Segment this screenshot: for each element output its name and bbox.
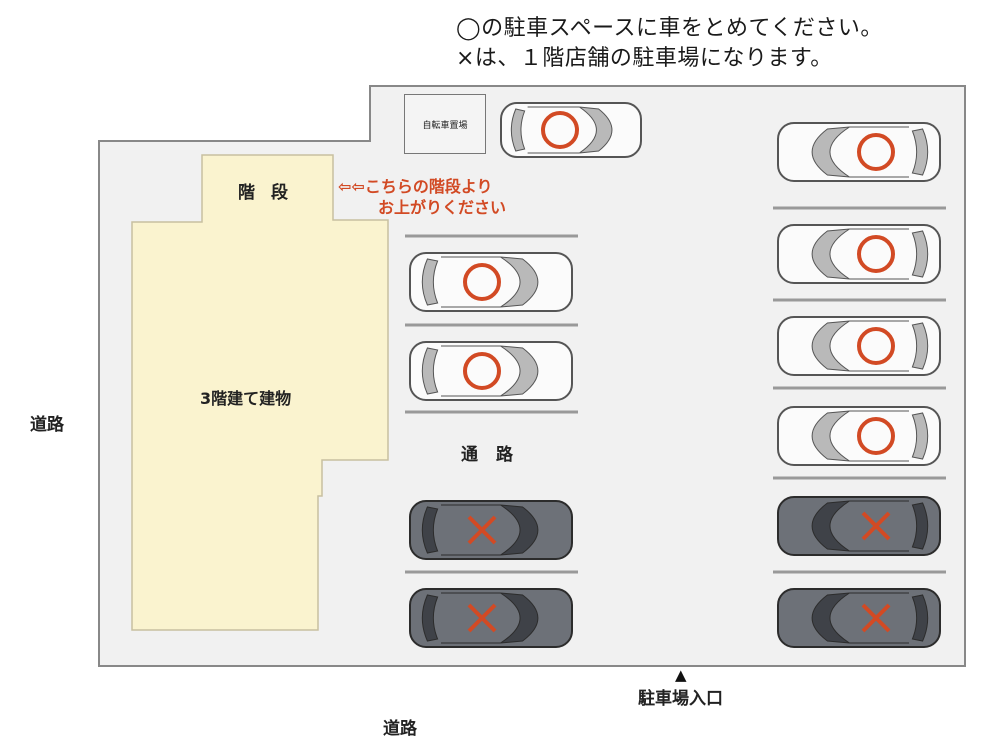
aisle-label: 通路 (461, 445, 531, 465)
parking-space-r4 (773, 402, 943, 470)
parking-space-l1 (407, 248, 577, 316)
available-circle-icon (463, 352, 501, 390)
available-circle-icon (463, 263, 501, 301)
reserved-cross-icon (467, 603, 497, 633)
dark-car-icon (777, 496, 941, 556)
road-label-left: 道路 (30, 415, 64, 435)
available-circle-icon (857, 327, 895, 365)
road-label-bottom: 道路 (383, 719, 417, 739)
available-circle-icon (857, 235, 895, 273)
dark-car-icon (409, 588, 573, 648)
available-circle-icon (541, 111, 579, 149)
building-footprint (131, 154, 389, 631)
stairs-label: 階段 (238, 183, 304, 203)
stairs-guide: ⇦⇦こちらの階段より お上がりください (338, 176, 506, 218)
notice-line-2: ×は、１階店舗の駐車場になります。 (456, 46, 833, 71)
reserved-cross-icon (861, 511, 891, 541)
parking-space-r2 (773, 220, 943, 288)
building-label: 3階建て建物 (200, 389, 292, 408)
white-car-icon (409, 341, 573, 401)
parking-space-l2 (407, 337, 577, 405)
stairs-guide-line-2: お上がりください (378, 198, 507, 217)
white-car-icon (500, 102, 642, 158)
white-car-icon (409, 252, 573, 312)
dark-car-icon (409, 500, 573, 560)
dark-car-icon (777, 588, 941, 648)
available-circle-icon (857, 417, 895, 455)
parking-space-r3 (773, 312, 943, 380)
parking-space-l3 (407, 496, 577, 564)
parking-space-r1 (773, 118, 943, 186)
parking-space-r6 (773, 584, 943, 652)
parking-space-top (498, 98, 646, 162)
left-stall-lines (405, 234, 578, 574)
reserved-cross-icon (861, 603, 891, 633)
parking-space-l4 (407, 584, 577, 652)
entrance-label: 駐車場入口 (638, 689, 723, 709)
notice-line-1: ◯の駐車スペースに車をとめてください。 (456, 16, 883, 41)
available-circle-icon (857, 133, 895, 171)
notice: ◯の駐車スペースに車をとめてください。 ×は、１階店舗の駐車場になります。 (456, 14, 883, 74)
parking-space-r5 (773, 492, 943, 560)
entrance-arrow-icon: ▲ (675, 666, 687, 684)
reserved-cross-icon (467, 515, 497, 545)
bicycle-parking: 自転車置場 (404, 94, 486, 154)
stairs-guide-line-1: ⇦⇦こちらの階段より (338, 177, 493, 196)
right-stall-lines (773, 206, 946, 574)
